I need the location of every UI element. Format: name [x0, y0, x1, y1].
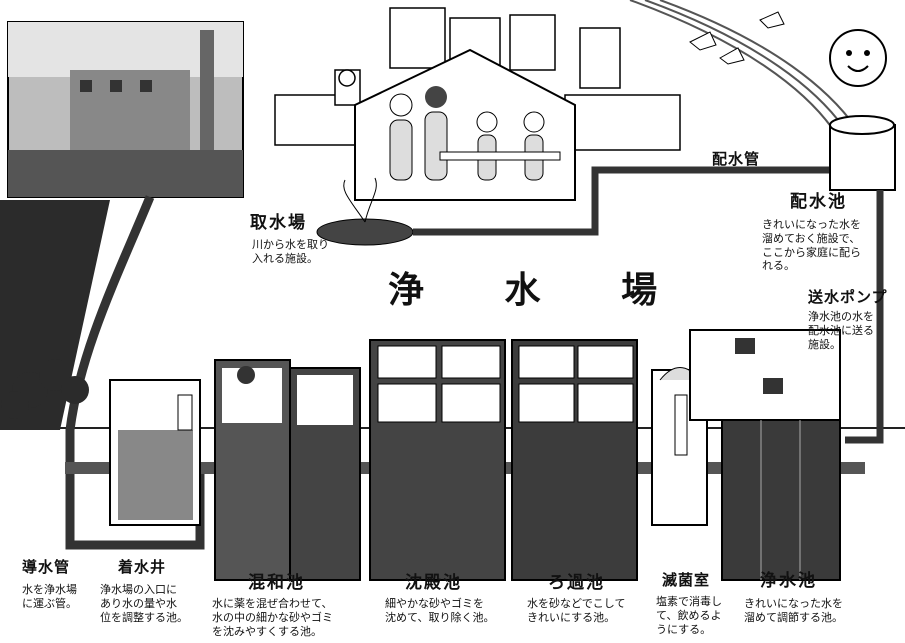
- receiving-well: [109, 379, 201, 526]
- clear-water-pool: [689, 329, 841, 581]
- pump-pipe: [845, 190, 884, 444]
- reservoir-title: 配水池: [790, 192, 847, 212]
- pump-title: 送水ポンプ: [808, 288, 888, 306]
- conduit-title: 導水管: [22, 558, 71, 576]
- trees: [0, 200, 110, 430]
- sedimentation-basin: [369, 339, 506, 581]
- mixing-basin-desc: 水に薬を混ぜ合わせて、 水の中の細かな砂やゴミ を沈みやすくする池。: [212, 597, 333, 638]
- distribution-pipe: [413, 166, 840, 236]
- clear-water-desc: きれいになった水を 溜めて調節する池。: [744, 597, 843, 624]
- intake-desc: 川から水を取り 入れる施設。: [252, 238, 329, 265]
- intake-photo: [7, 21, 244, 198]
- sterilization-title: 滅菌室: [662, 571, 711, 589]
- intake-title: 取水場: [250, 213, 307, 233]
- sun: [829, 29, 887, 87]
- mixing-basins: [214, 359, 361, 581]
- filtration-basin: [511, 339, 638, 581]
- pipe-label: 配水管: [712, 150, 761, 168]
- conduit-pipe: [65, 195, 205, 550]
- birds: [689, 11, 785, 65]
- filtration-desc: 水を砂などでこして きれいにする池。: [527, 597, 626, 624]
- sedimentation-desc: 細やかな砂やゴミを 沈めて、取り除く池。: [385, 597, 495, 624]
- clear-water-title: 浄水池: [760, 571, 817, 591]
- reservoir-desc: きれいになった水を 溜めておく施設で、 ここから家庭に配ら れる。: [762, 218, 861, 273]
- pump-desc: 浄水池の水を 配水池に送る 施設。: [808, 310, 874, 351]
- conduit-desc: 水を浄水場 に運ぶ管。: [22, 583, 77, 610]
- center-title: 浄 水 場: [388, 270, 692, 311]
- receiving-well-title: 着水井: [118, 558, 167, 576]
- sterilization-desc: 塩素で消毒し て、飲めるよ うにする。: [656, 595, 722, 636]
- fountain: [316, 177, 414, 246]
- house-with-family: [354, 48, 576, 201]
- receiving-well-desc: 浄水場の入口に あり水の量や水 位を調整する池。: [100, 583, 188, 624]
- mixing-basin-title: 混和池: [248, 573, 305, 593]
- sedimentation-title: 沈殿池: [405, 573, 462, 593]
- reservoir-tank: [829, 115, 896, 191]
- filtration-title: ろ過池: [548, 573, 605, 593]
